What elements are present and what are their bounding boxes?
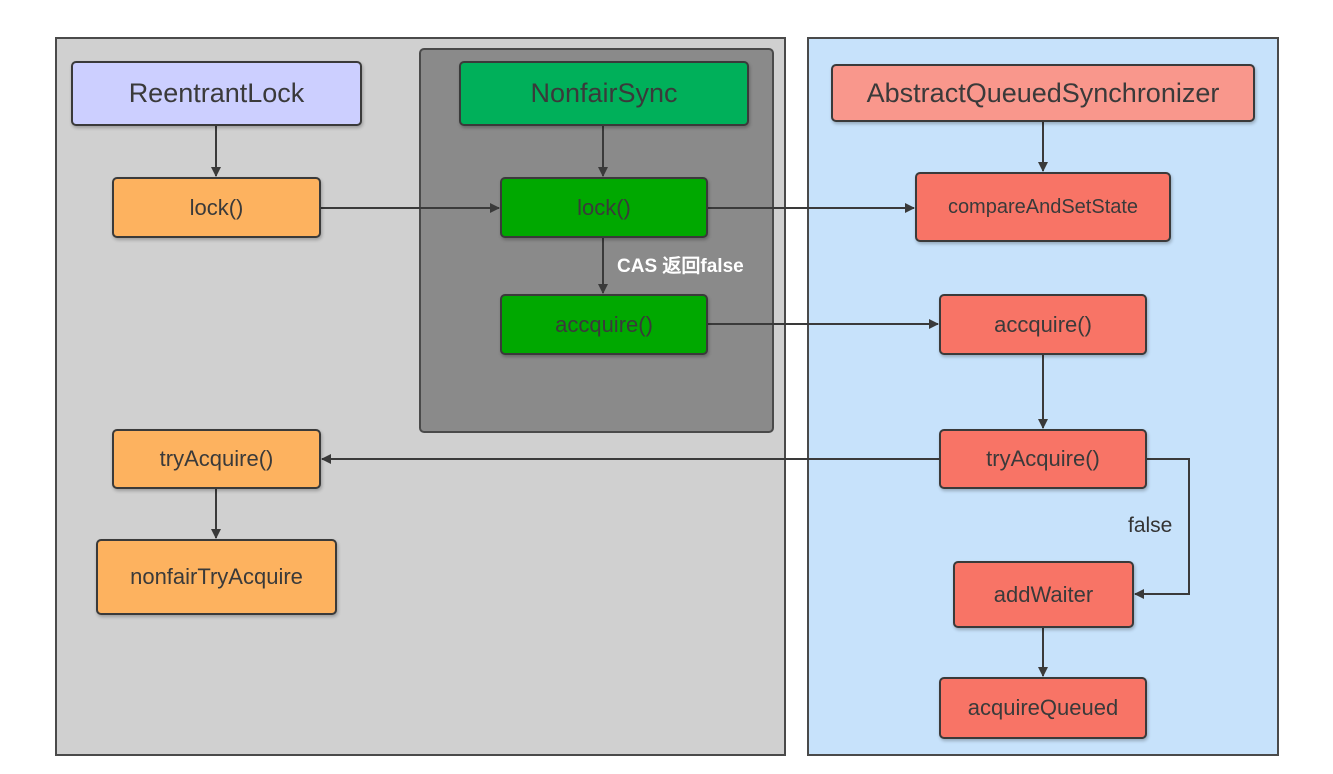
false-label: false <box>1128 514 1173 537</box>
aqs-try-acquire-node: tryAcquire() <box>939 429 1147 489</box>
aqs-node: AbstractQueuedSynchronizer <box>831 64 1255 122</box>
cas-false-label: CAS 返回false <box>617 256 744 277</box>
edge-aqs-try-to-add-waiter <box>1134 458 1190 599</box>
aqs-acquire-node: accquire() <box>939 294 1147 355</box>
nonfair-sync-lock-node: lock() <box>500 177 708 238</box>
nonfair-sync-node: NonfairSync <box>459 61 749 126</box>
compare-and-set-state-node: compareAndSetState <box>915 172 1171 242</box>
reentrant-lock-node: ReentrantLock <box>71 61 362 126</box>
reentrant-lock-lock-node: lock() <box>112 177 321 238</box>
nonfair-sync-acquire-node: accquire() <box>500 294 708 355</box>
acquire-queued-node: acquireQueued <box>939 677 1147 739</box>
reentrant-lock-try-acquire-node: tryAcquire() <box>112 429 321 489</box>
nonfair-try-acquire-node: nonfairTryAcquire <box>96 539 337 615</box>
add-waiter-node: addWaiter <box>953 561 1134 628</box>
